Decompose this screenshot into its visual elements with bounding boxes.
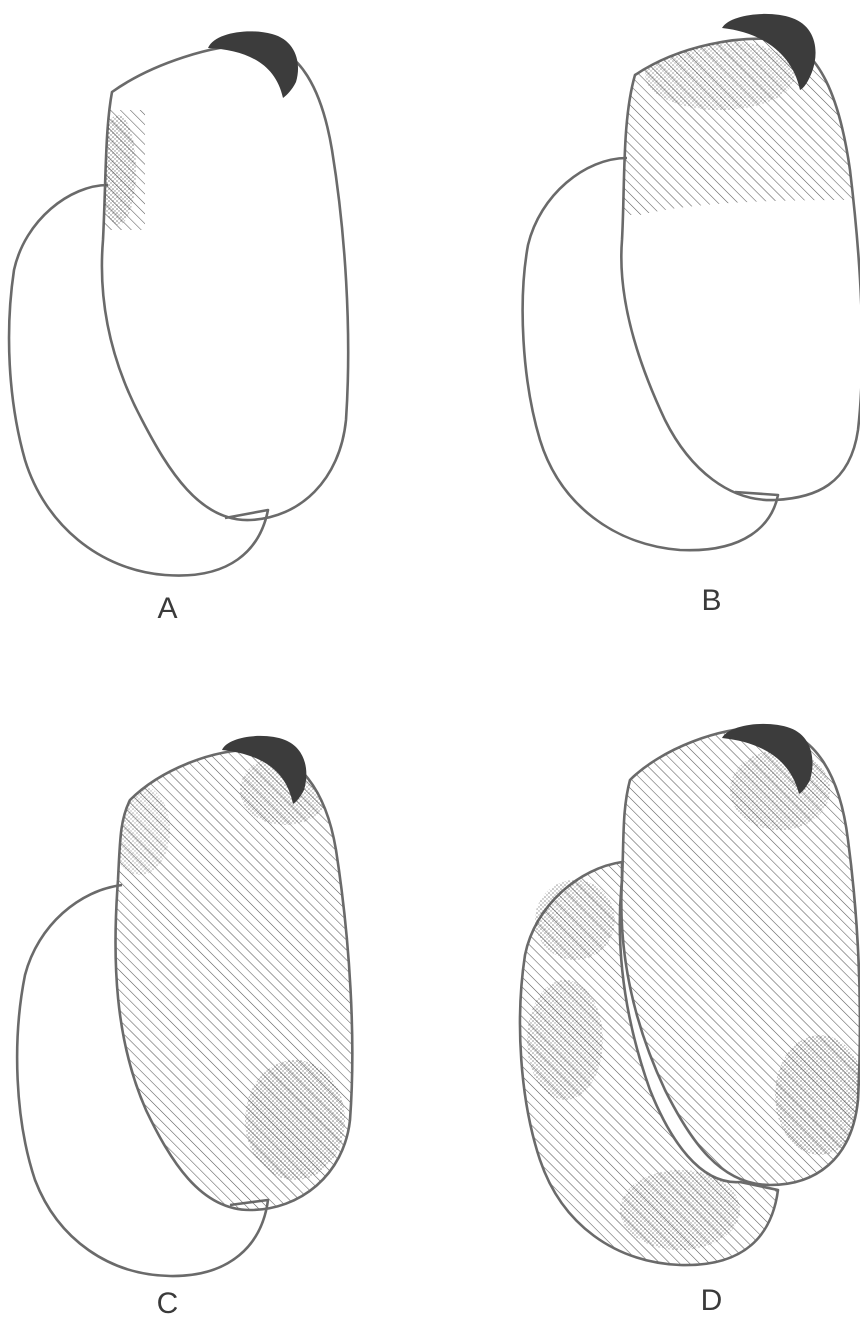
panel-a: A xyxy=(9,31,348,625)
panel-label-a: A xyxy=(157,592,178,625)
stipple-patch xyxy=(527,980,603,1100)
panel-b: B xyxy=(523,14,860,617)
panel-label-b: B xyxy=(701,584,722,617)
stipple-patch xyxy=(645,40,795,110)
stipple-patch xyxy=(245,1060,345,1180)
stipple-patch xyxy=(730,750,830,830)
stipple-patch xyxy=(535,880,615,960)
panel-c: C xyxy=(17,736,352,1320)
stipple-patch xyxy=(620,1170,740,1250)
panel-d: D xyxy=(520,724,860,1317)
cap-a xyxy=(208,31,298,98)
stipple-patch xyxy=(110,785,170,875)
rear-lobe-b xyxy=(523,158,778,550)
panel-label-c: C xyxy=(157,1287,180,1320)
panel-label-d: D xyxy=(701,1284,724,1317)
